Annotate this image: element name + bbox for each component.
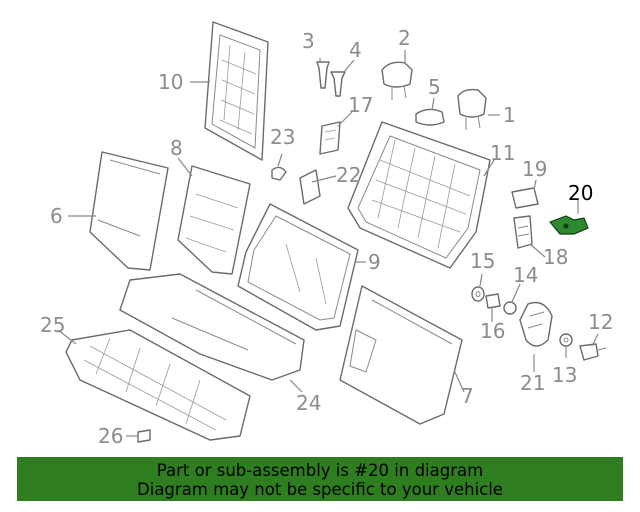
part-14-nut [503,301,517,315]
callout-21: 21 [520,371,545,395]
part-3-bolt [316,61,330,89]
callout-24: 24 [296,391,321,415]
callout-1: 1 [503,103,516,127]
callout-5: 5 [428,75,441,99]
part-1-headrest [457,88,487,130]
part-7-seatback-panel [339,285,463,425]
part-12-bolt [579,343,607,361]
callout-11: 11 [490,141,515,165]
part-22-bracket [299,169,321,205]
callout-17: 17 [348,93,373,117]
callout-7: 7 [461,384,474,408]
part-25-cushion-frame [65,329,251,441]
part-23-clip [271,166,287,181]
part-20-highlighted [548,215,589,235]
part-19-cover [511,187,539,209]
part-6-seatback-cover [89,151,169,271]
banner-line-2: Diagram may not be specific to your vehi… [137,480,503,499]
part-24-seat-cushion [119,273,305,381]
banner-line-1: Part or sub-assembly is #20 in diagram [156,461,484,480]
callout-25: 25 [40,313,65,337]
callout-4: 4 [349,38,362,62]
callout-18: 18 [543,245,568,269]
callout-19: 19 [522,157,547,181]
part-26-clip [137,429,151,443]
callout-13: 13 [552,363,577,387]
callout-10: 10 [158,70,183,94]
part-10-seatback-frame [204,21,269,161]
callout-8: 8 [170,136,183,160]
leader-lines [57,50,599,437]
callout-15: 15 [470,249,495,273]
part-15-washer [471,286,485,302]
callout-2: 2 [398,26,411,50]
callout-23: 23 [270,125,295,149]
part-11-seatback-frame [347,121,491,269]
callout-16: 16 [480,319,505,343]
part-8-seatback-pad [177,165,251,275]
part-13-washer [559,333,573,347]
callout-26: 26 [98,424,123,448]
callout-labels: 1 2 3 4 5 6 7 8 9 10 11 12 13 14 15 16 1… [40,26,613,448]
callout-14: 14 [513,263,538,287]
part-18-latch [513,215,533,249]
callout-9: 9 [368,250,381,274]
callout-6: 6 [50,204,63,228]
part-21-plate [519,301,553,347]
notice-banner: Part or sub-assembly is #20 in diagram D… [17,457,623,501]
part-5-cap [415,108,445,126]
part-16-bushing [485,293,501,309]
callout-3: 3 [302,29,315,53]
exploded-seat-diagram: 1 2 3 4 5 6 7 8 9 10 11 12 13 14 15 16 1… [40,21,613,448]
part-2-headrest [381,61,413,100]
callout-20-highlighted: 20 [568,181,593,205]
part-4-bolt [330,71,346,97]
callout-22: 22 [336,163,361,187]
part-9-seatback-pad [237,203,359,331]
part-17-bracket [319,121,341,155]
callout-12: 12 [588,310,613,334]
